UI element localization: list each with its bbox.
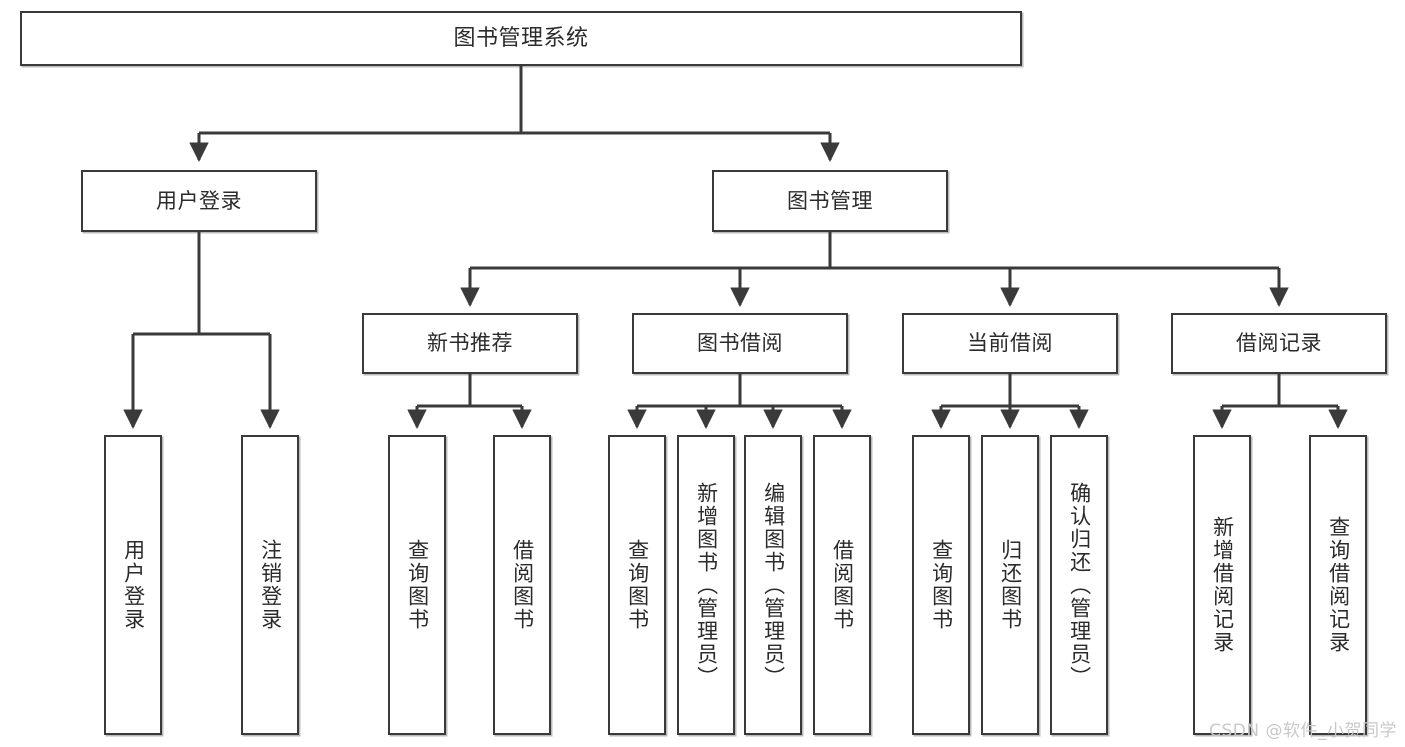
node-label: 借阅图书: [510, 539, 535, 631]
leaf-borrow-book-recommend[interactable]: 借阅图书: [493, 435, 551, 735]
node-new-book-recommend[interactable]: 新书推荐: [362, 313, 578, 374]
leaf-query-borrow-record[interactable]: 查询借阅记录: [1309, 435, 1367, 735]
node-label: 查询借阅记录: [1326, 516, 1351, 654]
node-label: 新增图书（管理员）: [694, 481, 719, 689]
node-root-system[interactable]: 图书管理系统: [20, 11, 1022, 66]
node-book-management[interactable]: 图书管理: [712, 170, 948, 232]
leaf-add-borrow-record[interactable]: 新增借阅记录: [1193, 435, 1251, 735]
node-label: 用户登录: [156, 188, 242, 213]
node-borrow-record[interactable]: 借阅记录: [1171, 313, 1387, 374]
leaf-user-login[interactable]: 用户登录: [104, 435, 162, 735]
node-label: 用户登录: [121, 539, 146, 631]
node-label: 查询图书: [405, 539, 430, 631]
node-label: 图书管理系统: [453, 25, 589, 51]
node-label: 图书借阅: [697, 331, 783, 356]
node-label: 新增借阅记录: [1210, 516, 1235, 654]
leaf-query-book-current[interactable]: 查询图书: [912, 435, 970, 735]
leaf-query-book-borrow[interactable]: 查询图书: [608, 435, 666, 735]
node-label: 新书推荐: [427, 331, 513, 356]
node-label: 注销登录: [258, 539, 283, 631]
leaf-edit-book-admin[interactable]: 编辑图书（管理员）: [744, 435, 802, 735]
node-label: 借阅记录: [1236, 331, 1322, 356]
node-current-borrow[interactable]: 当前借阅: [902, 313, 1118, 374]
node-label: 确认归还（管理员）: [1067, 481, 1092, 689]
node-label: 借阅图书: [830, 539, 855, 631]
leaf-confirm-return-admin[interactable]: 确认归还（管理员）: [1050, 435, 1108, 735]
node-label: 归还图书: [998, 539, 1023, 631]
leaf-add-book-admin[interactable]: 新增图书（管理员）: [677, 435, 735, 735]
node-label: 图书管理: [787, 188, 873, 213]
leaf-user-logout[interactable]: 注销登录: [241, 435, 299, 735]
node-label: 编辑图书（管理员）: [761, 481, 786, 689]
node-label: 查询图书: [929, 539, 954, 631]
node-user-login[interactable]: 用户登录: [81, 170, 317, 232]
leaf-borrow-book[interactable]: 借阅图书: [813, 435, 871, 735]
watermark-text: CSDN @软件_小贺同学: [1209, 721, 1397, 741]
leaf-query-book-recommend[interactable]: 查询图书: [388, 435, 446, 735]
node-label: 查询图书: [625, 539, 650, 631]
node-label: 当前借阅: [967, 331, 1053, 356]
node-book-borrow[interactable]: 图书借阅: [632, 313, 848, 374]
leaf-return-book[interactable]: 归还图书: [981, 435, 1039, 735]
